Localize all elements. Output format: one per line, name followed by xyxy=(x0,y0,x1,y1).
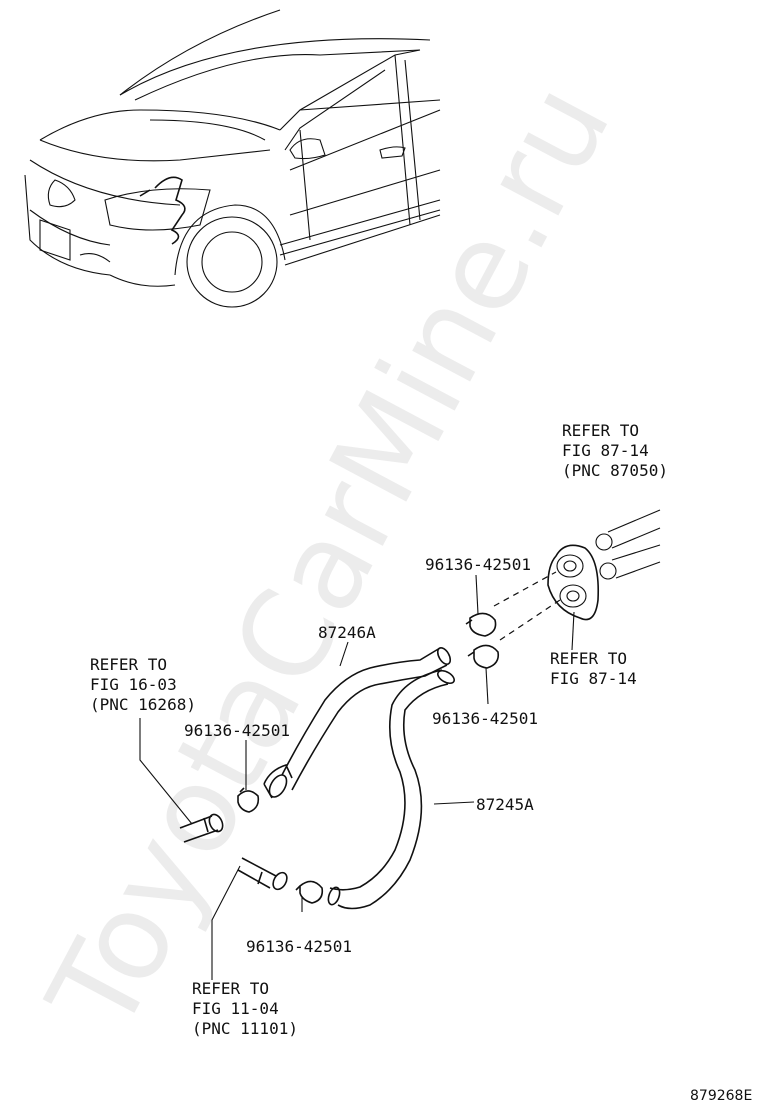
grommet xyxy=(547,544,600,621)
heater-pipes xyxy=(595,509,661,580)
pipe-stub-left xyxy=(179,813,224,843)
clamp-bottom xyxy=(295,880,324,904)
clamp-top xyxy=(465,612,497,637)
label-clamp-bottom: 96136-42501 xyxy=(246,937,352,956)
refer-left-line2: FIG 16-03 xyxy=(90,675,177,694)
label-hose-87245a: 87245A xyxy=(476,795,534,814)
refer-left-line1: REFER TO xyxy=(90,655,167,674)
clamp-mid xyxy=(467,644,500,669)
label-clamp-top: 96136-42501 xyxy=(425,555,531,574)
clamp-left xyxy=(237,787,260,813)
refer-grommet-line2: FIG 87-14 xyxy=(550,669,637,688)
refer-left-line3: (PNC 16268) xyxy=(90,695,196,714)
label-hose-87246a: 87246A xyxy=(318,623,376,642)
refer-bottom-line2: FIG 11-04 xyxy=(192,999,279,1018)
car-illustration xyxy=(24,9,441,308)
leader-lines xyxy=(139,574,575,980)
hose-87246a xyxy=(263,647,452,799)
refer-bottom-line3: (PNC 11101) xyxy=(192,1019,298,1038)
refer-top-right-line2: FIG 87-14 xyxy=(562,441,649,460)
hose-87245a xyxy=(327,669,455,910)
guide-line-upper xyxy=(493,571,557,607)
label-clamp-left: 96136-42501 xyxy=(184,721,290,740)
refer-top-right-line1: REFER TO xyxy=(562,421,639,440)
figure-code: 879268E xyxy=(690,1088,752,1104)
label-clamp-mid: 96136-42501 xyxy=(432,709,538,728)
refer-grommet-line1: REFER TO xyxy=(550,649,627,668)
guide-line-lower xyxy=(499,599,561,641)
refer-bottom-line1: REFER TO xyxy=(192,979,269,998)
pipe-stub-bottom xyxy=(237,857,288,891)
watermark: ToyotaCarMine.ru xyxy=(22,63,637,1055)
refer-top-right-line3: (PNC 87050) xyxy=(562,461,668,480)
location-marker xyxy=(139,176,186,245)
